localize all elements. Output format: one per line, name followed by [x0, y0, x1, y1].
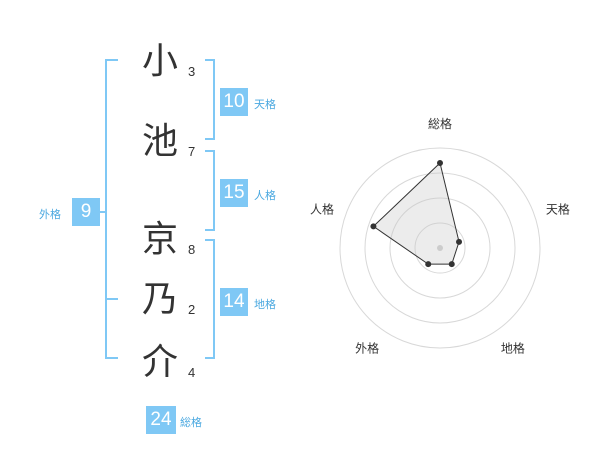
name-char-4: 乃 — [141, 279, 178, 320]
tenkaku-bracket — [205, 59, 215, 140]
name-char-5: 介 — [141, 342, 178, 383]
soukaku-badge: 24 — [146, 406, 176, 434]
name-char-3: 京 — [141, 219, 178, 260]
tenkaku-label: 天格 — [254, 98, 276, 111]
radar-ring-2 — [389, 197, 491, 299]
stroke-count-1: 3 — [188, 64, 196, 79]
radar-point-2 — [456, 238, 463, 245]
radar-axis-label-1: 総格 — [428, 116, 452, 131]
gaikaku-bracket — [105, 59, 118, 359]
chikaku-bracket — [205, 239, 215, 359]
gaikaku-badge: 9 — [72, 198, 100, 226]
gaikaku-label: 外格 — [39, 208, 61, 221]
radar-ring-3 — [364, 172, 516, 324]
radar-point-1 — [437, 160, 443, 166]
chikaku-label: 地格 — [254, 298, 276, 311]
soukaku-label: 総格 — [180, 416, 202, 429]
stroke-count-3: 8 — [188, 242, 196, 257]
jinkaku-label: 人格 — [254, 189, 276, 202]
jinkaku-bracket — [205, 150, 215, 231]
name-char-2: 池 — [141, 121, 178, 162]
stroke-count-5: 4 — [188, 365, 196, 380]
radar-ring-1 — [414, 222, 466, 274]
radar-axis-label-4: 外格 — [355, 340, 379, 355]
jinkaku-badge: 15 — [220, 179, 248, 207]
radar-axis-label-5: 人格 — [310, 202, 334, 217]
radar-center-dot — [437, 245, 443, 251]
tenkaku-badge: 10 — [220, 88, 248, 116]
radar-ring-4 — [339, 147, 541, 349]
radar-polygon — [372, 162, 460, 265]
radar-point-5 — [370, 223, 377, 230]
chikaku-badge: 14 — [220, 288, 248, 316]
stroke-count-4: 2 — [188, 302, 196, 317]
stroke-count-2: 7 — [188, 144, 196, 159]
radar-point-4 — [425, 261, 432, 268]
radar-point-3 — [448, 261, 455, 268]
name-char-1: 小 — [141, 41, 178, 82]
radar-axis-label-2: 天格 — [546, 202, 570, 217]
radar-axis-label-3: 地格 — [501, 340, 525, 355]
